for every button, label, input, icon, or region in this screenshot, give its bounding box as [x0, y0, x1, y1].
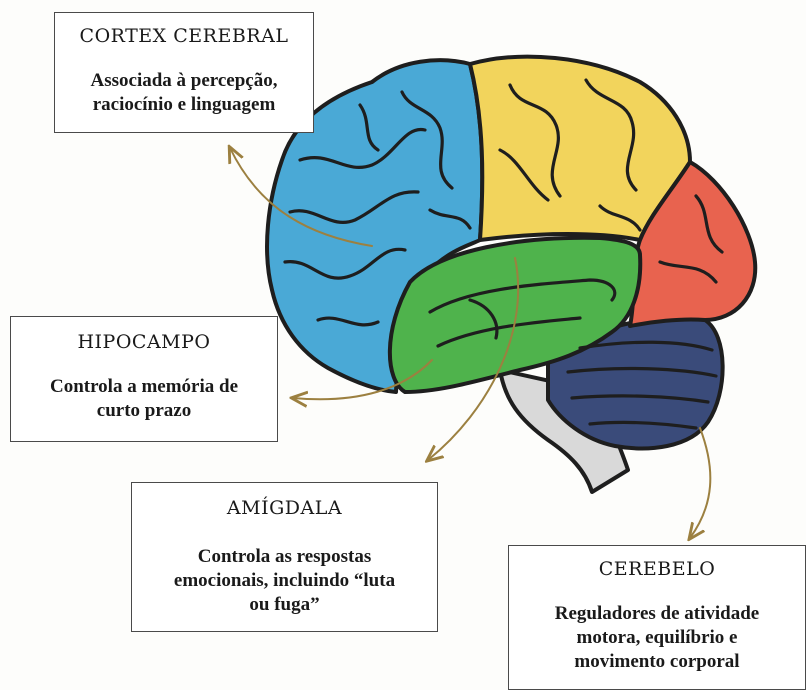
brain-folds	[283, 78, 724, 430]
amigdala-title: AMÍGDALA	[226, 497, 343, 519]
cortex-description: Associada à percepção, raciocínio e ling…	[90, 70, 278, 115]
hipocampo-title: HIPOCAMPO	[77, 331, 211, 353]
arrows	[230, 148, 712, 538]
cerebelo-label-box: CEREBELO Reguladores de atividade motora…	[508, 545, 806, 690]
frontal-lobe	[265, 58, 485, 394]
occipital-lobe	[628, 160, 758, 328]
cortex-label-box: CORTEX CEREBRAL Associada à percepção, r…	[54, 12, 314, 133]
amigdala-description: Controla as respostas emocionais, inclui…	[173, 546, 396, 615]
arrow-hipocampo	[293, 359, 433, 399]
cortex-title: CORTEX CEREBRAL	[79, 25, 289, 47]
temporal-lobe	[387, 235, 643, 394]
arrow-amigdala	[428, 257, 520, 460]
arrow-cortex	[230, 148, 373, 247]
hipocampo-label-box: HIPOCAMPO Controla a memória de curto pr…	[10, 316, 278, 442]
cerebelo-title: CEREBELO	[598, 558, 716, 580]
hipocampo-description: Controla a memória de curto prazo	[49, 376, 239, 421]
arrow-cerebelo	[690, 427, 712, 538]
amigdala-label-box: AMÍGDALA Controla as respostas emocionai…	[131, 482, 438, 632]
cerebelo-description: Reguladores de atividade motora, equilíb…	[554, 603, 760, 672]
